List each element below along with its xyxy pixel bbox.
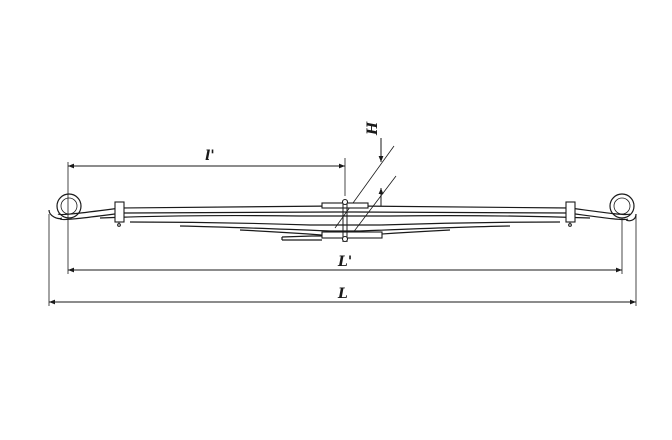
right-spring-eye — [609, 193, 637, 222]
left-spring-eye — [48, 193, 82, 220]
label-L-prime: L' — [337, 254, 352, 270]
label-L: L — [337, 286, 348, 302]
right-clip — [565, 201, 576, 227]
label-H: H — [365, 121, 381, 136]
left-clip — [114, 201, 125, 227]
center-bolt — [281, 198, 383, 243]
label-l-prime: l' — [205, 148, 215, 164]
dimension-H — [334, 138, 397, 239]
